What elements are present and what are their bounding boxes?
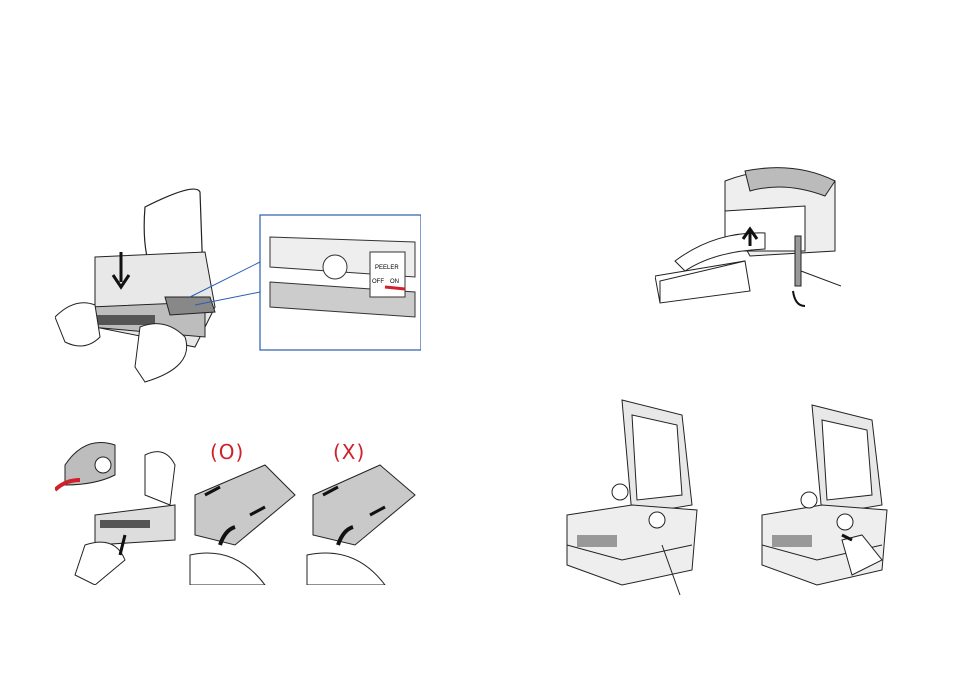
correct-mark: (O): [210, 440, 244, 464]
peeler-switch-title: PEELER: [375, 265, 399, 271]
open-printer-roll-locked-illustration: [757, 400, 892, 595]
incorrect-mark: (X): [333, 440, 365, 464]
peeler-closing-illustration: PEELER OFF ON: [55, 187, 421, 387]
fanfold-feed-illustration: [655, 161, 841, 313]
peeler-switch-off-label: OFF: [372, 279, 384, 285]
open-printer-roll-holder-illustration: [562, 395, 700, 600]
peeler-switch-on-label: ON: [390, 279, 399, 285]
